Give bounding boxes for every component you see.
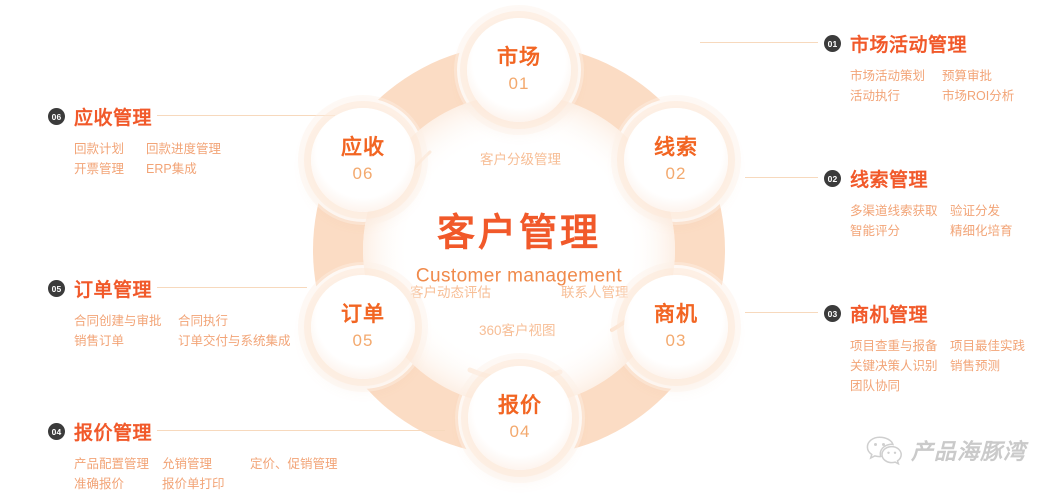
- info-detail-row: 团队协同: [850, 376, 1044, 396]
- connector-02: [745, 177, 818, 178]
- wechat-icon: [866, 436, 902, 465]
- center-title: 客户管理: [436, 212, 601, 255]
- info-detail-row: 关键决策人识别销售预测: [850, 356, 1044, 376]
- info-title: 应收管理: [74, 108, 153, 129]
- step-badge: 04: [48, 423, 65, 440]
- info-block-02[interactable]: 02 线索管理多渠道线索获取验证分发智能评分 精细化培育: [824, 165, 1044, 241]
- node-title: 商机: [654, 302, 698, 326]
- watermark: 产品海豚湾: [866, 434, 1026, 466]
- step-badge: 03: [824, 305, 841, 322]
- node-number: 04: [509, 422, 531, 442]
- info-block-06[interactable]: 06 应收管理回款计划 回款进度管理开票管理 ERP集成: [48, 103, 221, 179]
- info-header: 01 市场活动管理: [824, 30, 1034, 57]
- info-title: 线索管理: [850, 170, 929, 191]
- info-detail-item: ERP集成: [146, 162, 197, 176]
- info-detail-item: 报价单打印: [162, 477, 225, 491]
- info-detail-row: 产品配置管理允销管理 定价、促销管理: [74, 454, 338, 474]
- info-detail-rows: 合同创建与审批 合同执行销售订单 订单交付与系统集成: [74, 311, 291, 351]
- connector-03: [745, 312, 818, 313]
- info-detail-row: 合同创建与审批 合同执行: [74, 311, 291, 331]
- node-number: 02: [665, 164, 687, 184]
- info-detail-item: 定价、促销管理: [250, 457, 338, 471]
- info-header: 05 订单管理: [48, 275, 291, 302]
- node-number: 06: [352, 164, 374, 184]
- node-title: 订单: [341, 302, 385, 326]
- info-detail-row: 多渠道线索获取验证分发: [850, 201, 1044, 221]
- info-detail-row: 市场活动策划 预算审批: [850, 66, 1034, 86]
- info-detail-item: 验证分发: [950, 204, 1001, 218]
- info-detail-item: 允销管理: [162, 457, 213, 471]
- info-detail-item: 预算审批: [942, 69, 993, 83]
- node-title: 报价: [498, 393, 542, 417]
- info-header: 02 线索管理: [824, 165, 1044, 192]
- info-detail-rows: 市场活动策划 预算审批活动执行 市场ROI分析: [850, 66, 1034, 106]
- center-float-label: 360客户视图: [479, 323, 556, 338]
- step-badge: 05: [48, 280, 65, 297]
- info-block-04[interactable]: 04 报价管理产品配置管理允销管理 定价、促销管理准确报价 报价单打印: [48, 418, 338, 494]
- center-label: 客户管理 Customer management: [369, 213, 669, 288]
- node-title: 线索: [654, 135, 698, 159]
- info-detail-item: 销售预测: [950, 359, 1001, 373]
- info-detail-row: 智能评分 精细化培育: [850, 221, 1044, 241]
- step-badge: 02: [824, 170, 841, 187]
- info-title: 订单管理: [74, 280, 153, 301]
- info-detail-item: 回款计划: [74, 142, 125, 156]
- info-detail-item: 精细化培育: [950, 224, 1013, 238]
- center-float-label: 联系人管理: [561, 285, 629, 300]
- info-detail-item: 关键决策人识别: [850, 359, 938, 373]
- info-detail-row: 准确报价 报价单打印: [74, 474, 338, 494]
- info-detail-item: 项目最佳实践: [950, 339, 1026, 353]
- info-detail-rows: 项目查重与报备项目最佳实践关键决策人识别销售预测团队协同: [850, 336, 1044, 396]
- info-detail-item: 合同创建与审批: [74, 314, 162, 328]
- info-detail-item: 活动执行: [850, 89, 901, 103]
- info-title: 报价管理: [74, 423, 153, 444]
- node-title: 市场: [497, 45, 541, 69]
- info-detail-item: 开票管理: [74, 162, 125, 176]
- info-block-05[interactable]: 05 订单管理合同创建与审批 合同执行销售订单 订单交付与系统集成: [48, 275, 291, 351]
- info-detail-item: 项目查重与报备: [850, 339, 938, 353]
- info-detail-row: 活动执行 市场ROI分析: [850, 86, 1034, 106]
- node-number: 01: [508, 74, 530, 94]
- node-01[interactable]: 市场 01: [467, 18, 571, 122]
- info-detail-item: 多渠道线索获取: [850, 204, 938, 218]
- node-03[interactable]: 商机 03: [624, 275, 728, 379]
- step-badge: 01: [824, 35, 841, 52]
- node-05[interactable]: 订单 05: [311, 275, 415, 379]
- info-detail-item: 准确报价: [74, 477, 125, 491]
- info-detail-item: 市场活动策划: [850, 69, 926, 83]
- node-number: 03: [665, 331, 687, 351]
- info-header: 03 商机管理: [824, 300, 1044, 327]
- center-float-label: 客户动态评估: [410, 285, 491, 300]
- info-detail-item: 合同执行: [178, 314, 229, 328]
- step-badge: 06: [48, 108, 65, 125]
- info-detail-item: 回款进度管理: [146, 142, 222, 156]
- info-detail-row: 开票管理 ERP集成: [74, 159, 221, 179]
- info-block-01[interactable]: 01 市场活动管理市场活动策划 预算审批活动执行 市场ROI分析: [824, 30, 1034, 106]
- info-detail-row: 回款计划 回款进度管理: [74, 139, 221, 159]
- info-detail-rows: 产品配置管理允销管理 定价、促销管理准确报价 报价单打印: [74, 454, 338, 494]
- info-detail-item: 团队协同: [850, 379, 901, 393]
- node-title: 应收: [341, 135, 385, 159]
- info-title: 商机管理: [850, 305, 929, 326]
- connector-01: [700, 42, 818, 43]
- node-06[interactable]: 应收 06: [311, 108, 415, 212]
- info-title: 市场活动管理: [850, 35, 968, 56]
- node-02[interactable]: 线索 02: [624, 108, 728, 212]
- info-detail-item: 销售订单: [74, 334, 125, 348]
- info-detail-row: 项目查重与报备项目最佳实践: [850, 336, 1044, 356]
- info-detail-rows: 多渠道线索获取验证分发智能评分 精细化培育: [850, 201, 1044, 241]
- info-detail-rows: 回款计划 回款进度管理开票管理 ERP集成: [74, 139, 221, 179]
- center-float-label: 客户分级管理: [480, 152, 561, 167]
- watermark-text: 产品海豚湾: [910, 439, 1026, 464]
- node-number: 05: [352, 331, 374, 351]
- info-detail-item: 产品配置管理: [74, 457, 150, 471]
- node-04[interactable]: 报价 04: [468, 366, 572, 470]
- info-detail-row: 销售订单 订单交付与系统集成: [74, 331, 291, 351]
- info-header: 06 应收管理: [48, 103, 221, 130]
- info-detail-item: 智能评分: [850, 224, 901, 238]
- info-header: 04 报价管理: [48, 418, 338, 445]
- info-detail-item: 订单交付与系统集成: [178, 334, 291, 348]
- info-detail-item: 市场ROI分析: [942, 89, 1015, 103]
